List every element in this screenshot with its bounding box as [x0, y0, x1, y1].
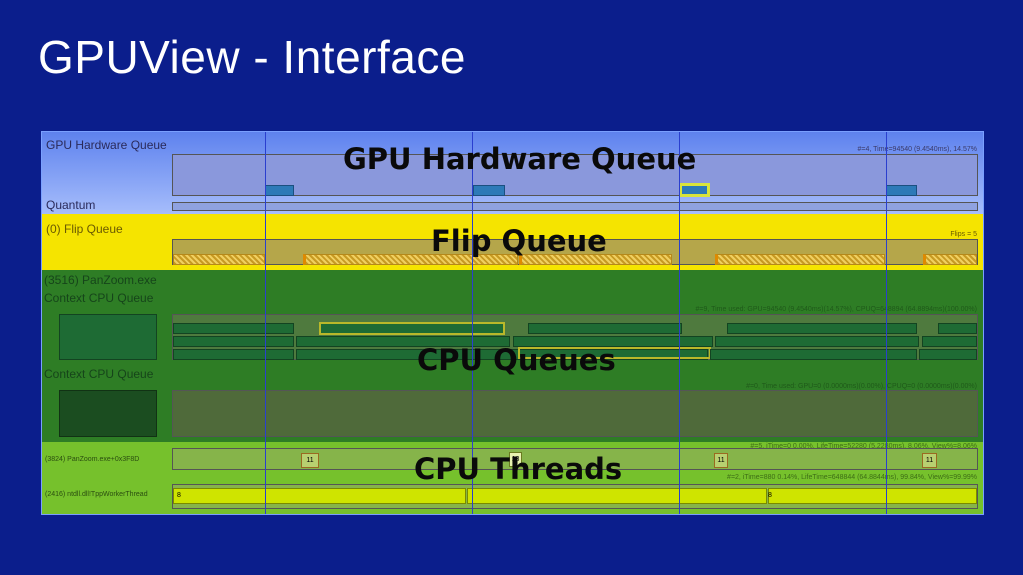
- cpu-queue-packet[interactable]: [513, 336, 713, 347]
- cpu-queue-packet[interactable]: [715, 336, 919, 347]
- thread-2-label: (2416) ntdll.dll!TppWorkerThread: [45, 491, 148, 498]
- cpu-queue-packet[interactable]: [296, 336, 510, 347]
- cpu-queue-packet[interactable]: [173, 336, 294, 347]
- cpu-queue-packet-selected[interactable]: [319, 322, 505, 335]
- cpu-queues-annotation: CPU Queues: [417, 343, 616, 377]
- gpu-hardware-queue-band: GPU Hardware Queue #=4, Time=94540 (9.45…: [42, 132, 983, 214]
- cpu-queue-packet[interactable]: [938, 323, 977, 334]
- cpu-queue-packet[interactable]: [296, 349, 708, 360]
- thread-1-stat: #=5, iTime=0 0.00%, LifeTime=52280 (5.22…: [750, 443, 977, 450]
- gpu-packet[interactable]: [265, 185, 294, 196]
- cpu-queue-packet[interactable]: [528, 323, 682, 334]
- thread-2-stat: #=2, iTime=880 0.14%, LifeTime=648844 (6…: [727, 474, 977, 481]
- cpu-queues-band: (3516) PanZoom.exe Context CPU Queue #=9…: [42, 270, 983, 442]
- context-cpu-queue-lane-2[interactable]: [172, 390, 978, 437]
- flip-entry[interactable]: [173, 254, 265, 265]
- thread-marker[interactable]: 11: [301, 453, 319, 468]
- cpu-queue-packet[interactable]: [727, 323, 917, 334]
- flip-entry[interactable]: [303, 254, 518, 265]
- thread-1-lane[interactable]: [172, 448, 978, 470]
- thread-running-segment[interactable]: [768, 488, 977, 504]
- gpu-hardware-queue-stat: #=4, Time=94540 (9.4540ms), 14.57%: [857, 146, 977, 153]
- cpu-queue-packet[interactable]: [922, 336, 977, 347]
- flip-queue-stat: Flips = 5: [950, 231, 977, 238]
- gpu-packet[interactable]: [886, 185, 917, 196]
- flip-queue-band: (0) Flip Queue Flips = 5: [42, 214, 983, 270]
- flip-entry[interactable]: [923, 254, 977, 265]
- gpu-hardware-queue-lane[interactable]: [172, 154, 978, 196]
- time-marker-line[interactable]: [472, 132, 473, 514]
- cpu-queue-packet[interactable]: [173, 349, 294, 360]
- context-cpu-queue-stat-1: #=9, Time used: GPU=94540 (9.4540ms)(14.…: [695, 306, 977, 313]
- context-swatch-2: [59, 390, 157, 437]
- cpu-queue-packet[interactable]: [173, 323, 294, 334]
- context-cpu-queue-stat-2: #=0, Time used: GPU=0 (0.0000ms)(0.00%),…: [746, 383, 977, 390]
- flip-entry[interactable]: [715, 254, 885, 265]
- flip-queue-label: (0) Flip Queue: [46, 222, 123, 236]
- time-marker-line[interactable]: [679, 132, 680, 514]
- thread-marker[interactable]: 13: [509, 452, 522, 467]
- thread-marker[interactable]: 11: [922, 453, 937, 468]
- thread-marker: 8: [768, 492, 772, 499]
- thread-marker[interactable]: 11: [714, 453, 728, 468]
- cpu-threads-band: #=5, iTime=0 0.00%, LifeTime=52280 (5.22…: [42, 442, 983, 514]
- flip-queue-annotation: Flip Queue: [431, 224, 607, 258]
- quantum-lane[interactable]: [172, 202, 978, 211]
- gpu-hardware-queue-label: GPU Hardware Queue: [46, 138, 167, 152]
- process-label: (3516) PanZoom.exe: [44, 273, 157, 287]
- context-cpu-queue-label-1: Context CPU Queue: [44, 291, 154, 305]
- thread-marker: 8: [177, 492, 181, 499]
- slide-title: GPUView - Interface: [38, 31, 466, 83]
- quantum-label: Quantum: [46, 198, 96, 212]
- flip-entry[interactable]: [519, 254, 672, 265]
- gpu-hardware-queue-annotation: GPU Hardware Queue: [343, 142, 697, 176]
- thread-running-segment[interactable]: [467, 488, 767, 504]
- gpu-packet-selected[interactable]: [679, 183, 710, 197]
- cpu-queue-packet[interactable]: [919, 349, 977, 360]
- context-swatch-1: [59, 314, 157, 360]
- time-marker-line[interactable]: [886, 132, 887, 514]
- context-cpu-queue-label-2: Context CPU Queue: [44, 367, 154, 381]
- thread-running-segment[interactable]: [173, 488, 466, 504]
- cpu-threads-annotation: CPU Threads: [414, 452, 623, 486]
- gpuview-window: GPU Hardware Queue #=4, Time=94540 (9.45…: [41, 131, 984, 515]
- cpu-queue-packet[interactable]: [710, 349, 917, 360]
- gpu-packet[interactable]: [473, 185, 505, 196]
- time-marker-line[interactable]: [265, 132, 266, 514]
- thread-1-label: (3824) PanZoom.exe+0x3F8D: [45, 456, 140, 463]
